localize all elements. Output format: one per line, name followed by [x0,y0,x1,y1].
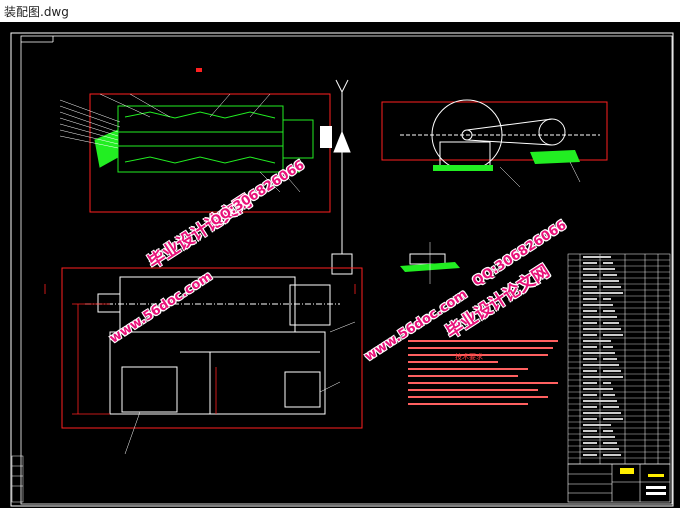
front-view [85,276,340,415]
title-block-yellow-text [620,468,634,474]
parts-row-text [583,292,603,294]
parts-row-text [603,388,613,390]
parts-row-text [583,418,597,420]
parts-row-text [603,364,619,366]
parts-row-text [603,394,615,396]
side-view [400,99,600,171]
parts-row-text [603,262,613,264]
parts-row-text [603,448,619,450]
rotor-section [94,105,314,173]
parts-row-text [583,274,597,276]
parts-row-text [603,292,623,294]
parts-row-text [603,412,621,414]
parts-row-text [603,298,611,300]
parts-row-text [603,358,617,360]
parts-row-text [583,298,597,300]
parts-row-text [603,442,617,444]
parts-row-text [583,334,597,336]
front-view-dimensions [44,284,356,415]
assembly-drawing [10,32,674,507]
parts-row-text [583,304,603,306]
tech-requirements-text [408,340,558,405]
parts-row-text [583,340,603,342]
parts-row-text [583,310,597,312]
parts-row-text [583,436,603,438]
parts-row-text [583,256,603,258]
tech-requirements-title: 技术要求 [455,353,483,361]
parts-row-text [583,448,603,450]
parts-row-text [603,322,619,324]
cad-drawing-canvas[interactable]: 技术要求 www.56doc.com 毕业设计论文网 QQ:306826066 … [0,22,680,508]
top-view-boundary [89,93,331,213]
parts-row-text [583,316,603,318]
parts-row-text [603,334,623,336]
parts-row-text [603,316,617,318]
parts-row-text [583,376,603,378]
parts-row-text [603,328,621,330]
parts-row-text [603,382,611,384]
parts-row-text [603,280,619,282]
title-block [567,463,671,503]
parts-row-text [583,412,603,414]
parts-row-text [583,322,597,324]
drawing-border [10,32,674,507]
parts-row-text [583,352,603,354]
shaft-end [320,126,332,148]
leader-lines [59,93,301,193]
parts-list-table [567,253,671,465]
parts-row-text [603,436,615,438]
parts-row-text [583,424,603,426]
inner-border [20,35,673,505]
parts-row-text [583,286,597,288]
parts-row-text [583,454,597,456]
parts-row-text [603,430,613,432]
parts-row-text [603,304,613,306]
parts-row-text [603,418,623,420]
parts-row-text [603,268,615,270]
parts-row-text [583,400,603,402]
parts-row-text [583,370,597,372]
parts-row-text [583,406,597,408]
front-view-boundary [61,267,363,429]
parts-row-text [583,382,597,384]
parts-row-text [583,328,603,330]
section-symbol [331,79,353,275]
parts-row-text [603,400,617,402]
revision-table [11,455,24,503]
parts-row-text [603,286,621,288]
title-bar: 装配图.dwg [0,0,680,23]
parts-row-text [583,262,597,264]
parts-row-text [583,358,597,360]
parts-row-text [583,430,597,432]
parts-row-text [583,388,603,390]
parts-row-text [583,442,597,444]
parts-row-text [583,346,597,348]
window-title: 装配图.dwg [4,5,69,19]
parts-row-text [603,370,621,372]
parts-row-text [583,394,597,396]
parts-row-text [603,340,611,342]
parts-row-text [583,268,603,270]
parts-row-text [603,310,615,312]
side-view-boundary [381,101,608,161]
detail-view [400,242,460,284]
parts-row-text [603,454,621,456]
parts-row-text [603,352,615,354]
parts-row-text [603,256,611,258]
parts-row-text [603,424,611,426]
parts-row-text [603,406,619,408]
parts-row-text [583,364,603,366]
parts-row-text [583,280,603,282]
parts-row-text [603,376,623,378]
side-view-base [433,150,580,171]
parts-row-text [603,274,617,276]
parts-row-text [603,346,613,348]
